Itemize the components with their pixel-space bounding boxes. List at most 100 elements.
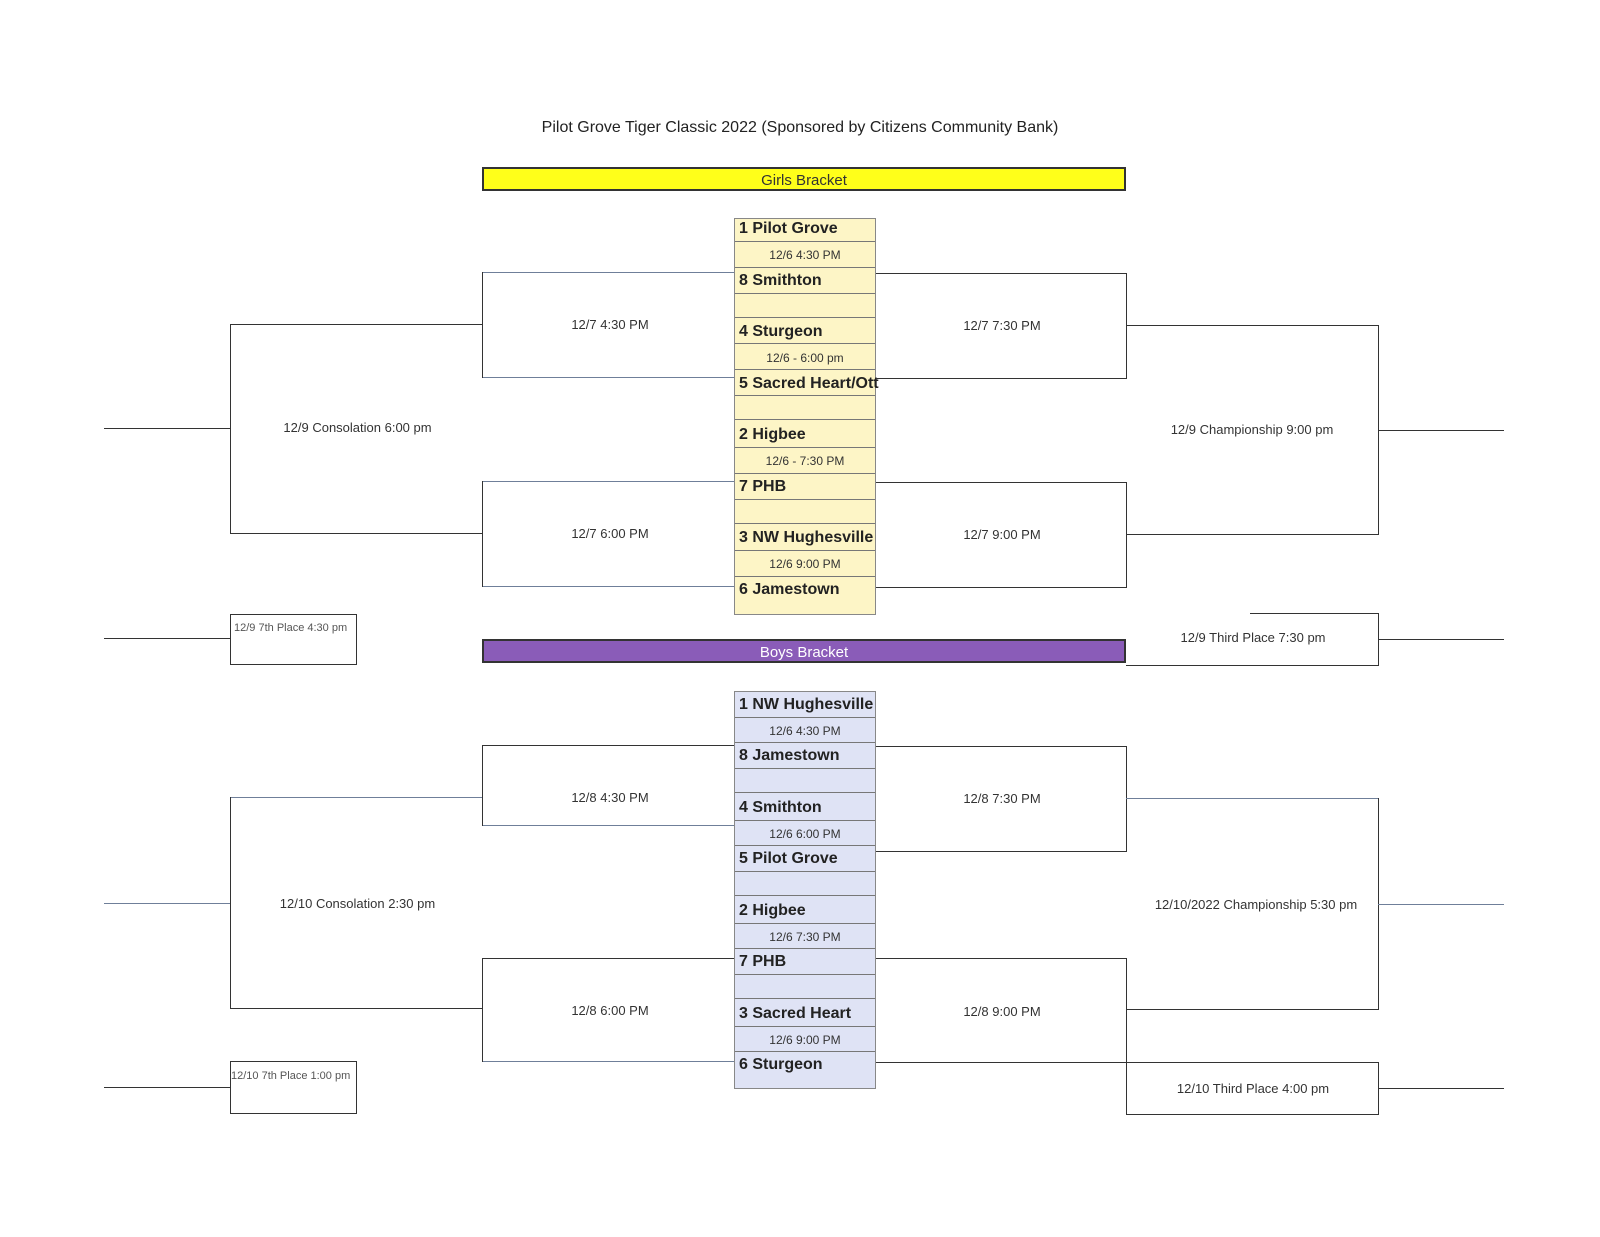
bracket-line: [230, 324, 482, 325]
girls-separator: [735, 523, 875, 524]
boys-separator: [735, 717, 875, 718]
girls-right-semi-1-time: 12/7 7:30 PM: [963, 318, 1041, 333]
girls-team-1: 1 Pilot Grove: [739, 220, 838, 237]
bracket-line: [482, 272, 734, 273]
boys-separator: [735, 998, 875, 999]
boys-game-4-time: 12/6 9:00 PM: [769, 1033, 841, 1047]
girls-separator: [735, 317, 875, 318]
girls-game-2-time: 12/6 - 6:00 pm: [766, 351, 844, 365]
girls-left-semi-2-time: 12/7 6:00 PM: [571, 526, 649, 541]
boys-separator: [735, 895, 875, 896]
boys-team-2: 8 Jamestown: [739, 747, 840, 764]
girls-team-8: 6 Jamestown: [739, 581, 840, 598]
boys-left-semi-2-time: 12/8 6:00 PM: [571, 1003, 649, 1018]
bracket-line: [1126, 325, 1378, 326]
bracket-line: [1126, 1009, 1378, 1010]
bracket-line: [876, 482, 1126, 483]
girls-separator: [735, 293, 875, 294]
girls-left-semi-1-time: 12/7 4:30 PM: [571, 317, 649, 332]
bracket-line: [1378, 904, 1504, 905]
boys-championship-label: 12/10/2022 Championship 5:30 pm: [1154, 897, 1358, 912]
boys-separator: [735, 974, 875, 975]
bracket-line: [104, 1087, 230, 1088]
bracket-line: [876, 1062, 1126, 1063]
girls-team-6: 7 PHB: [739, 478, 787, 495]
girls-game-1-time: 12/6 4:30 PM: [769, 248, 841, 262]
bracket-line: [482, 958, 734, 959]
boys-seventh-place-label: 12/10 7th Place 1:00 pm: [231, 1070, 351, 1082]
bracket-line: [104, 638, 230, 639]
bracket-line: [230, 797, 231, 1009]
bracket-line: [230, 797, 482, 798]
bracket-line: [876, 746, 1126, 747]
girls-championship-label: 12/9 Championship 9:00 pm: [1170, 422, 1334, 437]
boys-team-3: 4 Smithton: [739, 799, 822, 816]
girls-first-round-column: 1 Pilot Grove 12/6 4:30 PM 8 Smithton 4 …: [734, 218, 879, 615]
boys-bracket-banner: Boys Bracket: [482, 639, 1126, 663]
girls-separator: [735, 576, 875, 577]
girls-separator: [735, 550, 875, 551]
girls-separator: [735, 499, 875, 500]
girls-separator: [735, 447, 875, 448]
boys-separator: [735, 923, 875, 924]
boys-separator: [735, 845, 875, 846]
bracket-line: [230, 533, 482, 534]
boys-separator: [735, 1051, 875, 1052]
bracket-line: [1126, 958, 1127, 1063]
bracket-line: [482, 958, 483, 1062]
boys-separator: [735, 871, 875, 872]
bracket-line: [1126, 665, 1378, 666]
bracket-line: [104, 903, 230, 904]
boys-right-semi-1-time: 12/8 7:30 PM: [963, 791, 1041, 806]
boys-consolation-label: 12/10 Consolation 2:30 pm: [279, 896, 436, 911]
girls-separator: [735, 369, 875, 370]
girls-seventh-place-box: [230, 614, 357, 665]
bracket-line: [482, 1061, 734, 1062]
girls-team-3: 4 Sturgeon: [739, 323, 823, 340]
girls-game-3-time: 12/6 - 7:30 PM: [765, 454, 845, 468]
girls-team-7: 3 NW Hughesville: [739, 529, 874, 546]
boys-first-round-column: 1 NW Hughesville 12/6 4:30 PM 8 Jamestow…: [734, 691, 876, 1089]
boys-third-place-label: 12/10 Third Place 4:00 pm: [1176, 1081, 1330, 1096]
boys-team-1: 1 NW Hughesville: [739, 696, 874, 713]
boys-left-semi-1-time: 12/8 4:30 PM: [571, 790, 649, 805]
boys-separator: [735, 820, 875, 821]
boys-separator: [735, 742, 875, 743]
bracket-line: [1126, 534, 1378, 535]
bracket-line: [1126, 746, 1127, 852]
girls-game-4-time: 12/6 9:00 PM: [769, 557, 841, 571]
girls-team-4: 5 Sacred Heart/Ott: [739, 375, 879, 392]
boys-team-8: 6 Sturgeon: [739, 1056, 823, 1073]
girls-seventh-place-label: 12/9 7th Place 4:30 pm: [234, 622, 348, 634]
girls-team-2: 8 Smithton: [739, 272, 822, 289]
bracket-line: [1378, 639, 1504, 640]
bracket-line: [876, 378, 1126, 379]
girls-team-5: 2 Higbee: [739, 426, 806, 443]
bracket-line: [876, 273, 1126, 274]
boys-game-1-time: 12/6 4:30 PM: [769, 724, 841, 738]
boys-separator: [735, 768, 875, 769]
boys-separator: [735, 1026, 875, 1027]
bracket-line: [482, 745, 483, 826]
boys-seventh-place-box: [230, 1061, 357, 1114]
bracket-line: [482, 377, 734, 378]
boys-right-semi-2-time: 12/8 9:00 PM: [963, 1004, 1041, 1019]
bracket-line: [230, 1008, 482, 1009]
bracket-line: [230, 324, 231, 534]
page-title: Pilot Grove Tiger Classic 2022 (Sponsore…: [541, 119, 1059, 136]
girls-bracket-banner: Girls Bracket: [482, 167, 1126, 191]
bracket-line: [1378, 430, 1504, 431]
bracket-line: [1250, 613, 1378, 614]
girls-separator: [735, 343, 875, 344]
boys-team-6: 7 PHB: [739, 953, 787, 970]
girls-separator: [735, 267, 875, 268]
boys-separator: [735, 792, 875, 793]
bracket-line: [876, 587, 1126, 588]
bracket-line: [482, 481, 483, 587]
boys-team-7: 3 Sacred Heart: [739, 1005, 852, 1022]
girls-right-semi-2-time: 12/7 9:00 PM: [963, 527, 1041, 542]
bracket-line: [1126, 273, 1127, 379]
bracket-line: [1126, 798, 1378, 799]
boys-game-2-time: 12/6 6:00 PM: [769, 827, 841, 841]
girls-separator: [735, 419, 875, 420]
